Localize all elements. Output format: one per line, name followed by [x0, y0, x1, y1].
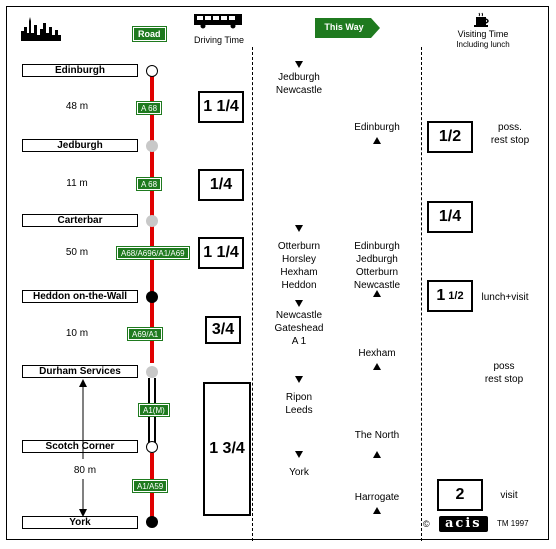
stop-scotch-corner: Scotch Corner — [22, 440, 138, 453]
node-heddon — [146, 291, 158, 303]
acis-logo-text: acis — [445, 516, 482, 531]
coach-bus-icon — [194, 14, 242, 29]
southbound-arrow-4 — [295, 376, 303, 383]
node-york — [146, 516, 158, 528]
stop-jedburgh: Jedburgh — [22, 139, 138, 152]
distance-jedburgh-carterbar: 11 m — [66, 178, 88, 189]
visiting-time-4: 2 — [437, 479, 483, 511]
driving-time-2: 1/4 — [198, 169, 244, 201]
visiting-note-1: poss. rest stop — [490, 122, 530, 146]
distance-edinburgh-jedburgh: 48 m — [65, 101, 89, 112]
northbound-places-4: The North — [354, 430, 400, 441]
southbound-places-3: Newcastle Gateshead A 1 — [274, 310, 324, 347]
this-way-arrow — [315, 18, 380, 38]
node-jedburgh — [146, 140, 158, 152]
road-badge-a1m: A1(M) — [138, 403, 170, 417]
road-header-label: Road — [138, 29, 161, 39]
diagram-frame: Road Driving Time This Way Visiting Time… — [6, 6, 549, 541]
distance-carterbar-heddon: 50 m — [65, 247, 89, 258]
stop-york: York — [22, 516, 138, 529]
driving-time-3: 1 1/4 — [198, 237, 244, 269]
driving-time-4: 3/4 — [205, 316, 241, 344]
node-carterbar — [146, 215, 158, 227]
visiting-time-3-fraction: 1/2 — [448, 290, 464, 302]
road-badge-a68-2: A 68 — [135, 177, 163, 191]
divider-left — [252, 47, 253, 541]
this-way-label: This Way — [324, 22, 364, 32]
stop-heddon: Heddon on-the-Wall — [22, 290, 138, 303]
node-edinburgh — [146, 65, 158, 77]
southbound-arrow-3 — [295, 300, 303, 307]
southbound-places-5: York — [289, 467, 309, 478]
driving-time-5: 1 3/4 — [203, 382, 251, 516]
northbound-places-1: Edinburgh — [354, 122, 400, 133]
distance-scotch-corner-york: 80 m — [73, 465, 97, 476]
southbound-places-4: Ripon Leeds — [285, 392, 313, 416]
visiting-time-2: 1/4 — [427, 201, 473, 233]
northbound-arrow-2 — [373, 290, 381, 297]
northbound-places-3: Hexham — [358, 348, 396, 359]
node-durham — [146, 366, 158, 378]
visiting-note-4: visit — [500, 490, 518, 501]
stop-edinburgh: Edinburgh — [22, 64, 138, 77]
including-lunch-subheader: Including lunch — [456, 40, 510, 49]
stop-carterbar: Carterbar — [22, 214, 138, 227]
northbound-arrow-1 — [373, 137, 381, 144]
southbound-places-1: Jedburgh Newcastle — [275, 72, 323, 96]
copyright-symbol: © — [423, 519, 430, 529]
node-scotch-corner — [146, 441, 158, 453]
visiting-time-3-whole: 1 — [436, 287, 446, 304]
road-badge-a69-a1: A69/A1 — [126, 327, 164, 341]
driving-time-1: 1 1/4 — [198, 91, 244, 123]
southbound-arrow-5 — [295, 451, 303, 458]
northbound-arrow-4 — [373, 451, 381, 458]
acis-logo: acis — [439, 516, 488, 532]
visiting-note-3: lunch+visit — [481, 292, 529, 303]
southbound-arrow-1 — [295, 61, 303, 68]
visiting-time-1: 1/2 — [427, 121, 473, 153]
southbound-arrow-2 — [295, 225, 303, 232]
divider-right — [421, 47, 422, 541]
road-header-badge: Road — [132, 26, 167, 42]
coffee-cup-icon — [474, 12, 489, 27]
southbound-places-2: Otterburn Horsley Hexham Heddon — [277, 241, 321, 291]
road-badge-a68-1: A 68 — [135, 101, 163, 115]
trademark-year: TM 1997 — [497, 519, 529, 528]
stop-durham-services: Durham Services — [22, 365, 138, 378]
distance-heddon-durham: 10 m — [65, 328, 89, 339]
driving-time-header: Driving Time — [193, 35, 244, 45]
northbound-arrow-3 — [373, 363, 381, 370]
northbound-arrow-5 — [373, 507, 381, 514]
northbound-places-2: Edinburgh Jedburgh Otterburn Newcastle — [353, 241, 401, 291]
northbound-places-5: Harrogate — [354, 492, 400, 503]
city-skyline-icon — [21, 17, 61, 41]
durham-rest-note: poss rest stop — [484, 361, 524, 385]
visiting-time-header: Visiting Time — [457, 29, 509, 39]
distance-span-arrow — [79, 379, 87, 517]
road-badge-a68-a696: A68/A696/A1/A69 — [116, 246, 190, 260]
road-badge-a1-a59: A1/A59 — [131, 479, 169, 493]
